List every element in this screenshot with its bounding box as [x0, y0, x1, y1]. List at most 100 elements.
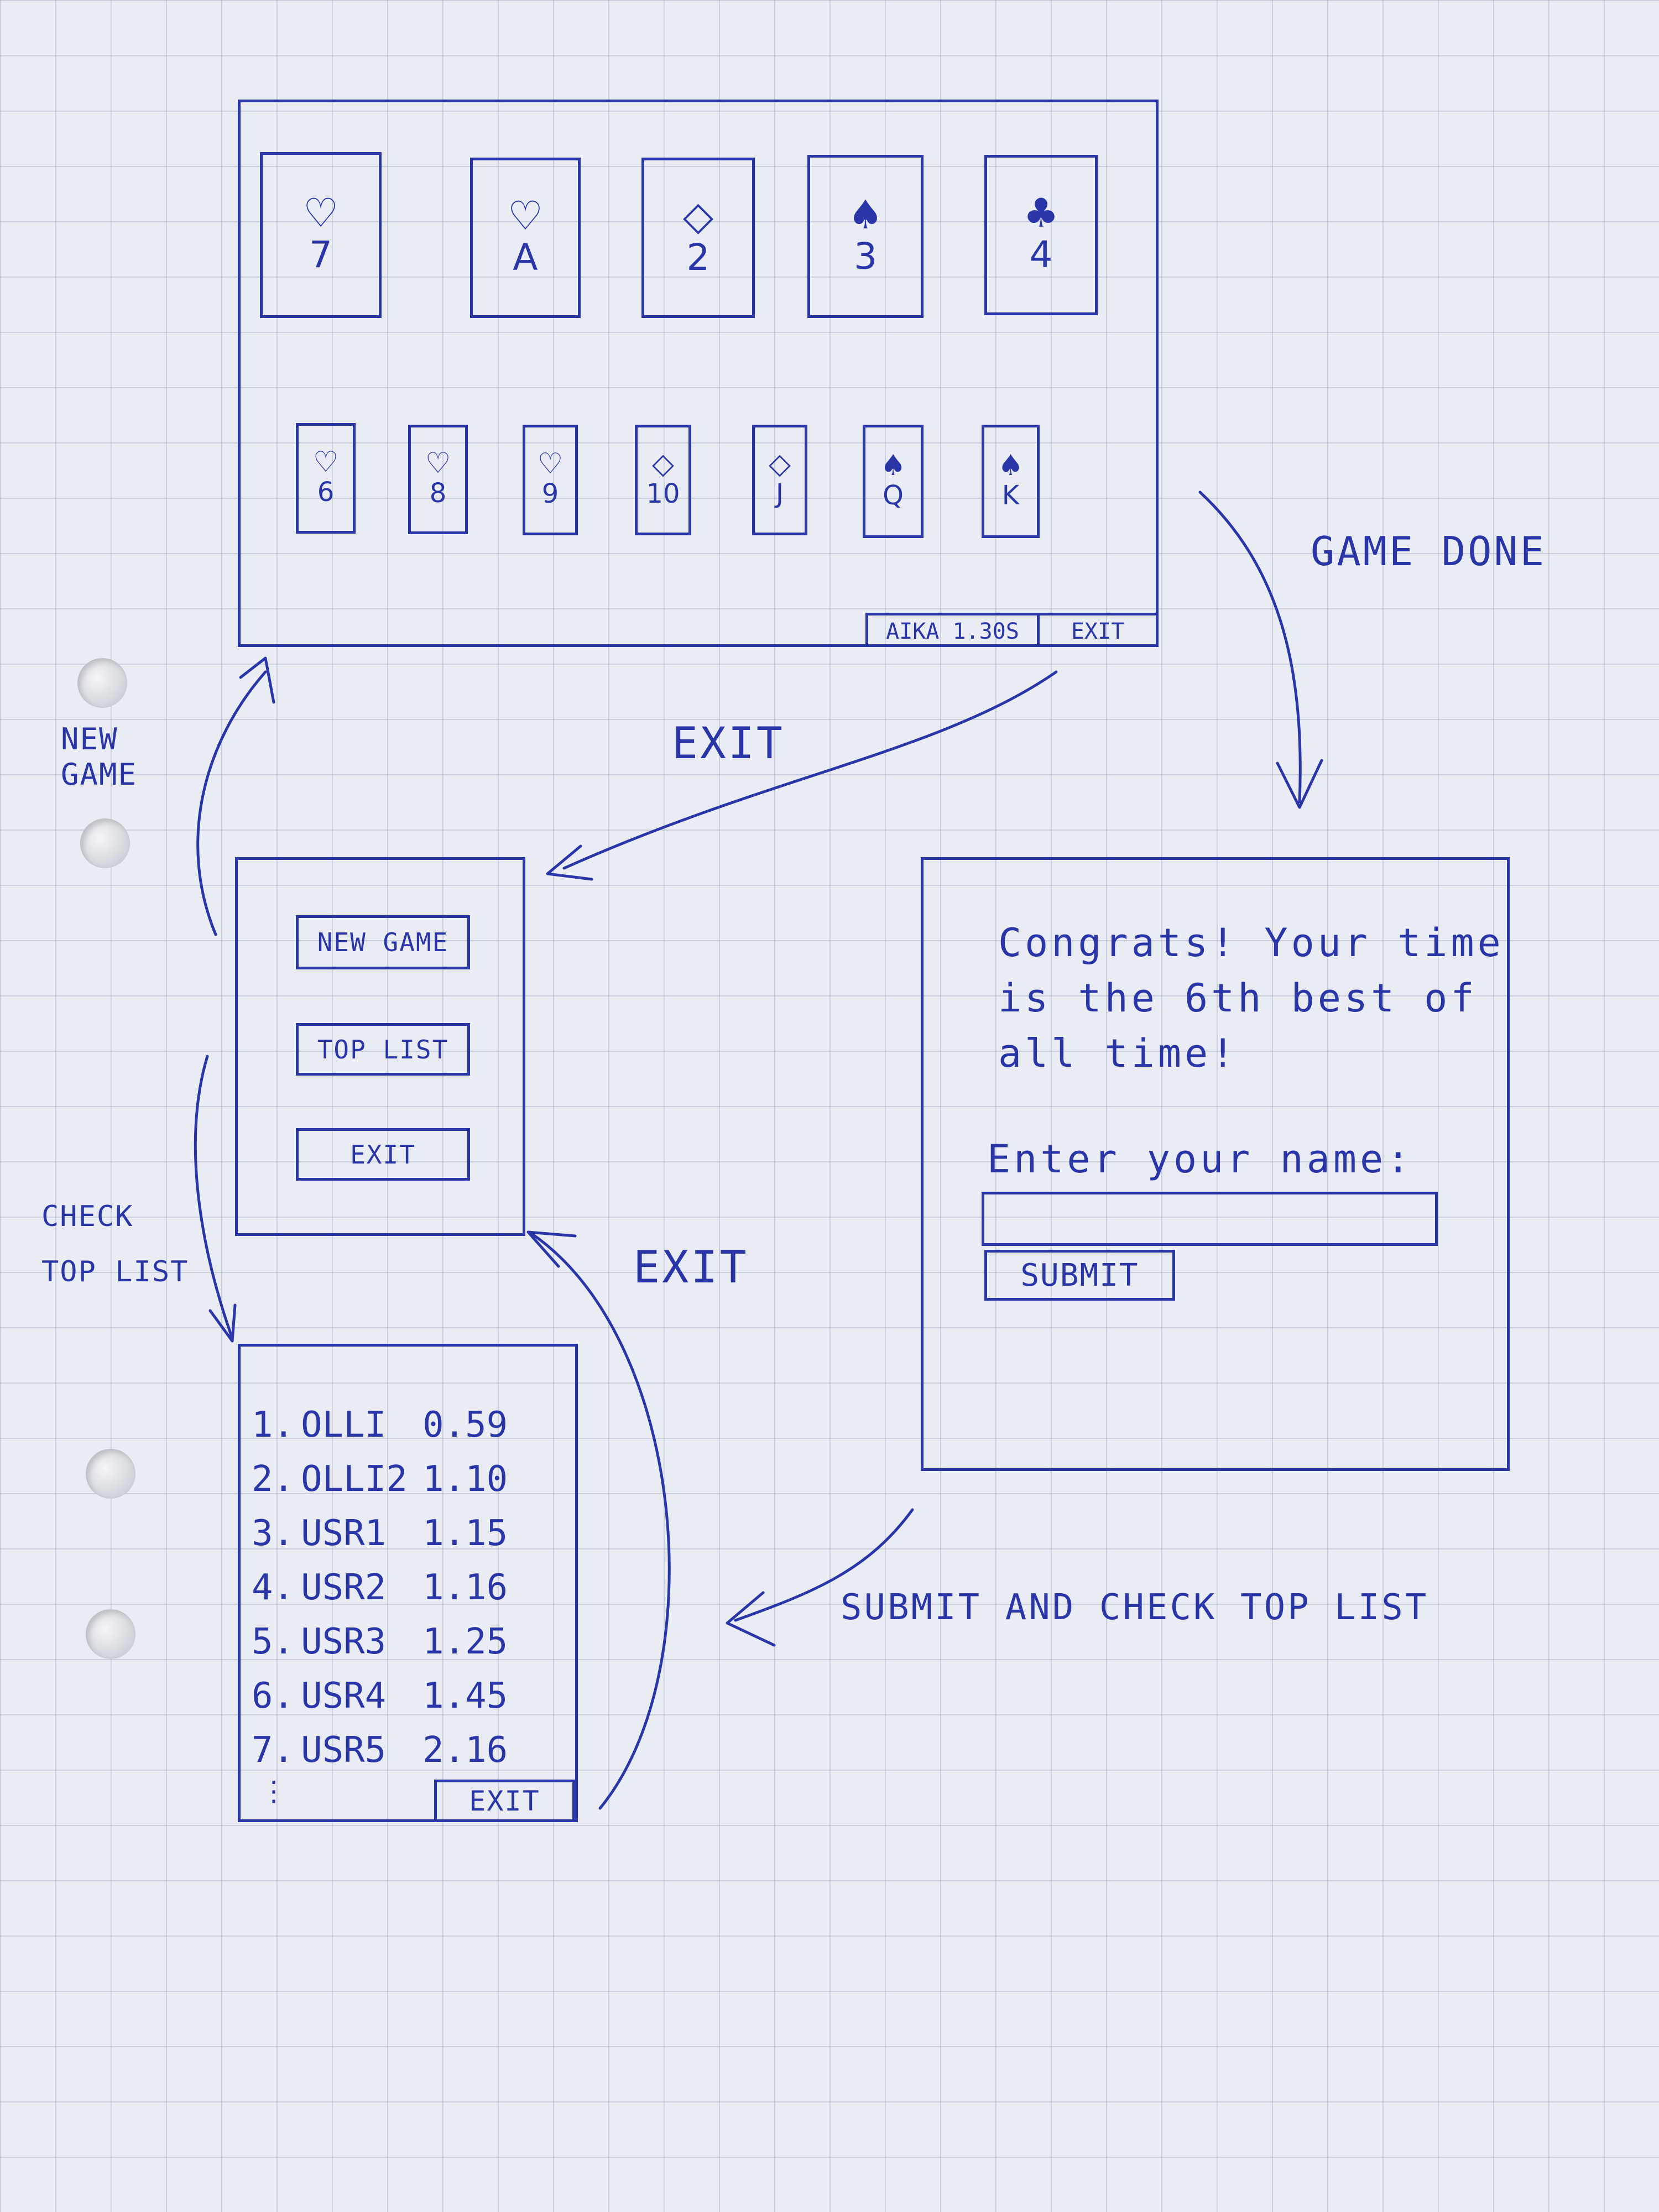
- top-list-player-name: OLLI2: [301, 1459, 408, 1500]
- top-list-exit-button[interactable]: EXIT: [434, 1780, 575, 1822]
- arrowhead-exit-game: [546, 844, 593, 881]
- heart-icon: ♡: [537, 447, 564, 481]
- card-rank: Q: [883, 479, 904, 511]
- top-list-rank: 6.: [252, 1676, 295, 1717]
- diamond-icon: ◇: [682, 192, 714, 239]
- heart-icon: ♡: [507, 192, 544, 239]
- name-input[interactable]: [982, 1192, 1438, 1246]
- club-icon: ♣: [1023, 190, 1059, 237]
- top-list-ellipsis: ⋮: [260, 1775, 288, 1807]
- top-list-button[interactable]: TOP LIST: [296, 1023, 470, 1076]
- game-exit-button[interactable]: EXIT: [1037, 615, 1156, 647]
- heart-icon: ♡: [312, 446, 339, 479]
- label-submit-and-check: SUBMIT AND CHECK TOP LIST: [841, 1587, 1429, 1628]
- top-list-time: 1.25: [422, 1621, 508, 1662]
- card-top-5[interactable]: ♣ 4: [984, 155, 1098, 315]
- top-list-time: 1.10: [422, 1459, 508, 1500]
- card-bottom-5[interactable]: ◇ J: [752, 425, 807, 535]
- top-list-row: 4.USR2 1.16: [252, 1567, 508, 1608]
- binder-hole: [80, 818, 130, 868]
- label-check-top-list-line: TOP LIST: [41, 1255, 189, 1288]
- card-rank: 3: [854, 234, 877, 278]
- heart-icon: ♡: [302, 190, 339, 237]
- arrowhead-submit-and-check: [726, 1591, 776, 1647]
- timer-display: AIKA 1.30S: [865, 615, 1037, 647]
- label-new-game-line: NEW: [61, 722, 118, 757]
- top-list-time: 1.15: [422, 1513, 508, 1554]
- top-list-rank: 5.: [252, 1621, 295, 1662]
- binder-hole: [86, 1449, 135, 1499]
- top-list-rank: 1.: [252, 1405, 295, 1446]
- card-rank: 4: [1029, 233, 1053, 276]
- arrow-check-top-list: [194, 1055, 234, 1340]
- arrowhead-check-top-list: [208, 1303, 237, 1343]
- card-top-4[interactable]: ♠ 3: [807, 155, 924, 318]
- top-list-player-name: USR2: [301, 1567, 387, 1608]
- card-bottom-3[interactable]: ♡ 9: [523, 425, 578, 535]
- top-list-time: 2.16: [422, 1730, 508, 1771]
- card-rank: 10: [646, 478, 680, 510]
- menu-exit-button[interactable]: EXIT: [296, 1128, 470, 1181]
- binder-hole: [77, 658, 127, 708]
- top-list-time: 1.16: [422, 1567, 508, 1608]
- arrow-submit-and-check: [734, 1508, 914, 1622]
- card-rank: 9: [541, 478, 559, 510]
- card-bottom-1[interactable]: ♡ 6: [296, 423, 356, 534]
- congrats-message: Congrats! Your time is the 6th best of a…: [998, 915, 1504, 1081]
- diamond-icon: ◇: [652, 447, 674, 481]
- top-list-row: 2.OLLI2 1.10: [252, 1459, 508, 1500]
- label-new-game: NEW GAME: [61, 722, 137, 792]
- spade-icon: ♠: [880, 448, 906, 482]
- spade-icon: ♠: [998, 448, 1024, 482]
- name-prompt-label: Enter your name:: [987, 1136, 1413, 1182]
- arrow-exit-game: [562, 670, 1058, 870]
- card-bottom-7[interactable]: ♠ K: [982, 425, 1040, 538]
- diamond-icon: ◇: [769, 447, 791, 481]
- congrats-line: all time!: [998, 1031, 1238, 1076]
- top-list-row: 7.USR5 2.16: [252, 1730, 508, 1771]
- arrow-game-done: [1198, 491, 1302, 804]
- top-list-time: 1.45: [422, 1676, 508, 1717]
- card-top-1[interactable]: ♡ 7: [260, 152, 382, 318]
- card-rank: 8: [429, 478, 447, 509]
- top-list-player-name: OLLI: [301, 1405, 387, 1446]
- card-rank: 6: [317, 477, 335, 508]
- congrats-line: is the 6th best of: [998, 975, 1478, 1021]
- game-status-bar: AIKA 1.30S EXIT: [865, 613, 1156, 647]
- heart-icon: ♡: [425, 447, 451, 481]
- top-list-rank: 7.: [252, 1730, 295, 1771]
- card-rank: K: [1001, 479, 1020, 511]
- card-bottom-2[interactable]: ♡ 8: [408, 425, 468, 534]
- card-rank: A: [513, 236, 538, 279]
- new-game-button[interactable]: NEW GAME: [296, 915, 470, 969]
- spade-icon: ♠: [847, 191, 884, 238]
- card-top-2[interactable]: ♡ A: [470, 158, 581, 318]
- card-top-3[interactable]: ◇ 2: [641, 158, 755, 318]
- top-list-player-name: USR3: [301, 1621, 387, 1662]
- arrowhead-new-game: [239, 656, 275, 704]
- top-list-player-name: USR5: [301, 1730, 387, 1771]
- label-exit-game: EXIT: [672, 719, 785, 769]
- label-check-top-list: CHECK TOP LIST: [41, 1189, 189, 1300]
- top-list-player-name: USR4: [301, 1676, 387, 1717]
- top-list-time: 0.59: [422, 1405, 508, 1446]
- submit-button[interactable]: SUBMIT: [984, 1250, 1175, 1301]
- card-rank: 7: [309, 233, 332, 276]
- card-bottom-4[interactable]: ◇ 10: [635, 425, 691, 535]
- card-bottom-6[interactable]: ♠ Q: [863, 425, 924, 538]
- label-game-done: GAME DONE: [1311, 528, 1547, 575]
- top-list-rank: 2.: [252, 1459, 295, 1500]
- congrats-line: Congrats! Your time: [998, 920, 1504, 966]
- label-new-game-line: GAME: [61, 757, 138, 792]
- label-check-top-list-line: CHECK: [41, 1200, 134, 1233]
- top-list-row: 5.USR3 1.25: [252, 1621, 508, 1662]
- card-rank: 2: [686, 236, 710, 279]
- arrow-exit-top-list: [529, 1232, 671, 1810]
- congrats-screen: [921, 857, 1510, 1471]
- menu-screen: [235, 857, 525, 1236]
- top-list-row: 6.USR4 1.45: [252, 1676, 508, 1717]
- binder-hole: [86, 1609, 135, 1659]
- top-list-rank: 4.: [252, 1567, 295, 1608]
- top-list-rank: 3.: [252, 1513, 295, 1554]
